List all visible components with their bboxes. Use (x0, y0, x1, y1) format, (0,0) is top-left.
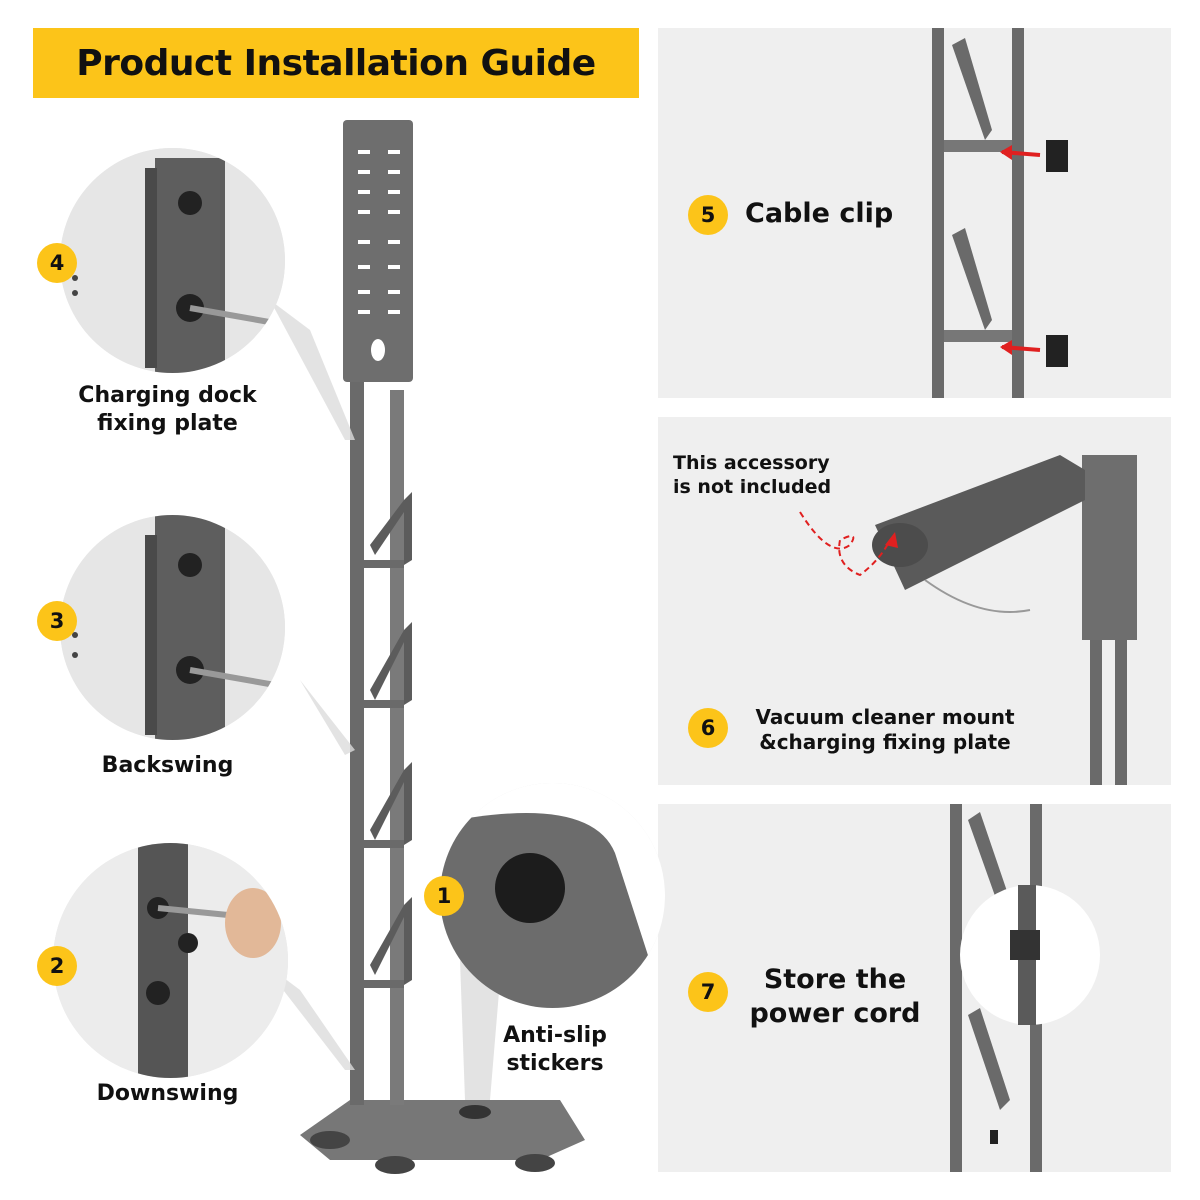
label-line: is not included (673, 475, 832, 498)
label-line: Backswing (101, 753, 234, 778)
charging-dock-plate (343, 120, 413, 382)
step-badge-1: 1 (424, 876, 464, 916)
inset-downswing (53, 843, 288, 1078)
label-anti-slip: Anti-slip stickers (460, 1022, 650, 1077)
label-downswing: Downswing (40, 1080, 295, 1108)
label-line: Downswing (96, 1081, 239, 1106)
inset-charging-dock (60, 148, 285, 373)
label-line: &charging fixing plate (759, 730, 1011, 754)
step-badge-5: 5 (688, 195, 728, 235)
label-backswing: Backswing (40, 752, 295, 780)
note-not-included: This accessory is not included (673, 452, 893, 500)
page-title: Product Installation Guide (76, 42, 596, 84)
step-badge-2: 2 (37, 946, 77, 986)
plate-slots (358, 150, 400, 361)
label-line: Vacuum cleaner mount (755, 705, 1015, 729)
base-foot (515, 1154, 555, 1172)
label-line: stickers (506, 1050, 604, 1076)
callout-cone-3 (270, 630, 355, 755)
panel-cable-clip (658, 28, 1171, 398)
label-line: This accessory (673, 452, 830, 474)
base-foot (310, 1131, 350, 1149)
label-line: Charging dock (78, 383, 257, 408)
label-line: Cable clip (745, 198, 894, 229)
label-line: Store the (763, 964, 907, 995)
stand-base (300, 1100, 585, 1160)
callout-cone-4 (270, 300, 355, 440)
stand-post-right (390, 390, 404, 1105)
label-power-cord: Store the power cord (735, 963, 935, 1031)
step-badge-7: 7 (688, 972, 728, 1012)
label-vacuum-mount: Vacuum cleaner mount &charging fixing pl… (735, 705, 1035, 755)
label-cable-clip: Cable clip (745, 197, 905, 231)
base-foot (459, 1105, 491, 1119)
label-line: Anti-slip (503, 1023, 607, 1048)
step-badge-6: 6 (688, 708, 728, 748)
label-charging-dock: Charging dock fixing plate (40, 382, 295, 437)
label-line: fixing plate (97, 410, 238, 436)
step-badge-3: 3 (37, 601, 77, 641)
step-badge-4: 4 (37, 243, 77, 283)
stand-post-left (350, 380, 364, 1105)
inset-anti-slip (440, 783, 665, 1008)
base-foot (375, 1156, 415, 1174)
inset-backswing (60, 515, 285, 740)
title-banner: Product Installation Guide (33, 28, 639, 98)
stand-crossbars (364, 560, 404, 988)
stand-hooks (370, 492, 412, 985)
label-line: power cord (749, 997, 921, 1029)
